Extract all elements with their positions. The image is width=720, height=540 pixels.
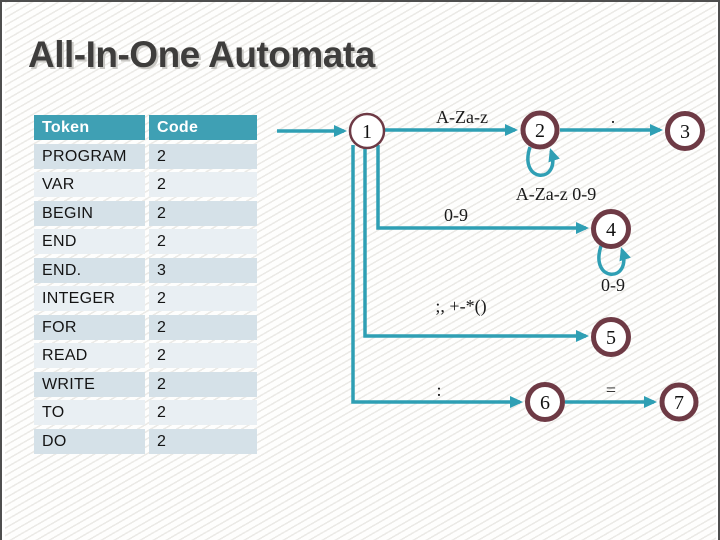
code-cell: 2: [149, 172, 257, 197]
token-cell: VAR: [34, 172, 145, 197]
state-5-circle: [591, 317, 631, 357]
state-2-circle: [520, 110, 560, 150]
token-cell: BEGIN: [34, 200, 145, 226]
state-1-number: 1: [362, 121, 372, 143]
table-row: FOR 2: [34, 314, 257, 340]
code-cell: 2: [149, 200, 257, 226]
state-2-self-loop-label: A-Za-z 0-9: [516, 184, 596, 204]
state-2-self-loop-arrow: [526, 146, 560, 177]
window-edge-left: [0, 0, 2, 540]
state-3-number: 3: [680, 121, 690, 143]
transition-1-2-label: A-Za-z: [436, 107, 488, 127]
code-cell: 3: [149, 257, 257, 283]
token-cell: WRITE: [34, 371, 145, 397]
code-cell: 2: [149, 314, 257, 340]
transition-1-5-label: ;, +-*(): [435, 296, 486, 317]
table-row: DO 2: [34, 428, 257, 454]
code-cell: 2: [149, 400, 257, 425]
page-title: All-In-One Automata: [28, 34, 375, 75]
transition-1-6-arrow: [351, 145, 523, 408]
table-row: READ 2: [34, 343, 257, 368]
window-edge-right: [718, 0, 720, 540]
state-1-circle: [348, 112, 386, 150]
code-cell: 2: [149, 371, 257, 397]
state-6-circle: [525, 382, 565, 422]
transition-1-4-arrow: [376, 145, 589, 234]
state-4-circle: [591, 209, 631, 249]
state-2-number: 2: [535, 120, 545, 142]
state-4-self-loop-label: 0-9: [601, 275, 625, 295]
table-row: WRITE 2: [34, 371, 257, 397]
table-row: TO 2: [34, 400, 257, 425]
token-cell: DO: [34, 428, 145, 454]
code-cell: 2: [149, 229, 257, 254]
token-cell: READ: [34, 343, 145, 368]
state-4-self-loop-arrow: [597, 245, 631, 276]
token-cell: FOR: [34, 314, 145, 340]
token-cell: END.: [34, 257, 145, 283]
table-row: BEGIN 2: [34, 200, 257, 226]
transition-2-3-label: .: [611, 107, 616, 127]
state-7-number: 7: [674, 392, 684, 414]
transition-1-6-label: :: [436, 380, 441, 400]
transition-6-7-label: =: [606, 380, 616, 400]
token-cell: END: [34, 229, 145, 254]
code-cell: 2: [149, 343, 257, 368]
token-cell: INTEGER: [34, 286, 145, 311]
transition-1-5-arrow: [363, 145, 589, 342]
window-edge-top: [0, 0, 720, 2]
token-cell: TO: [34, 400, 145, 425]
table-row: END 2: [34, 229, 257, 254]
code-cell: 2: [149, 143, 257, 169]
state-5-number: 5: [606, 327, 616, 349]
table-row: INTEGER 2: [34, 286, 257, 311]
token-code-table: Token Code PROGRAM 2 VAR 2 BEGIN 2 END 2…: [34, 115, 257, 457]
table-row: PROGRAM 2: [34, 143, 257, 169]
transition-1-4-label: 0-9: [444, 205, 468, 225]
state-3-circle: [665, 111, 705, 151]
code-cell: 2: [149, 428, 257, 454]
table-row: END. 3: [34, 257, 257, 283]
state-6-number: 6: [540, 392, 550, 414]
state-4-number: 4: [606, 219, 616, 241]
table-header-code: Code: [149, 115, 257, 140]
code-cell: 2: [149, 286, 257, 311]
table-header-row: Token Code: [34, 115, 257, 140]
state-7-circle: [659, 382, 699, 422]
table-header-token: Token: [34, 115, 145, 140]
table-row: VAR 2: [34, 172, 257, 197]
token-cell: PROGRAM: [34, 143, 145, 169]
